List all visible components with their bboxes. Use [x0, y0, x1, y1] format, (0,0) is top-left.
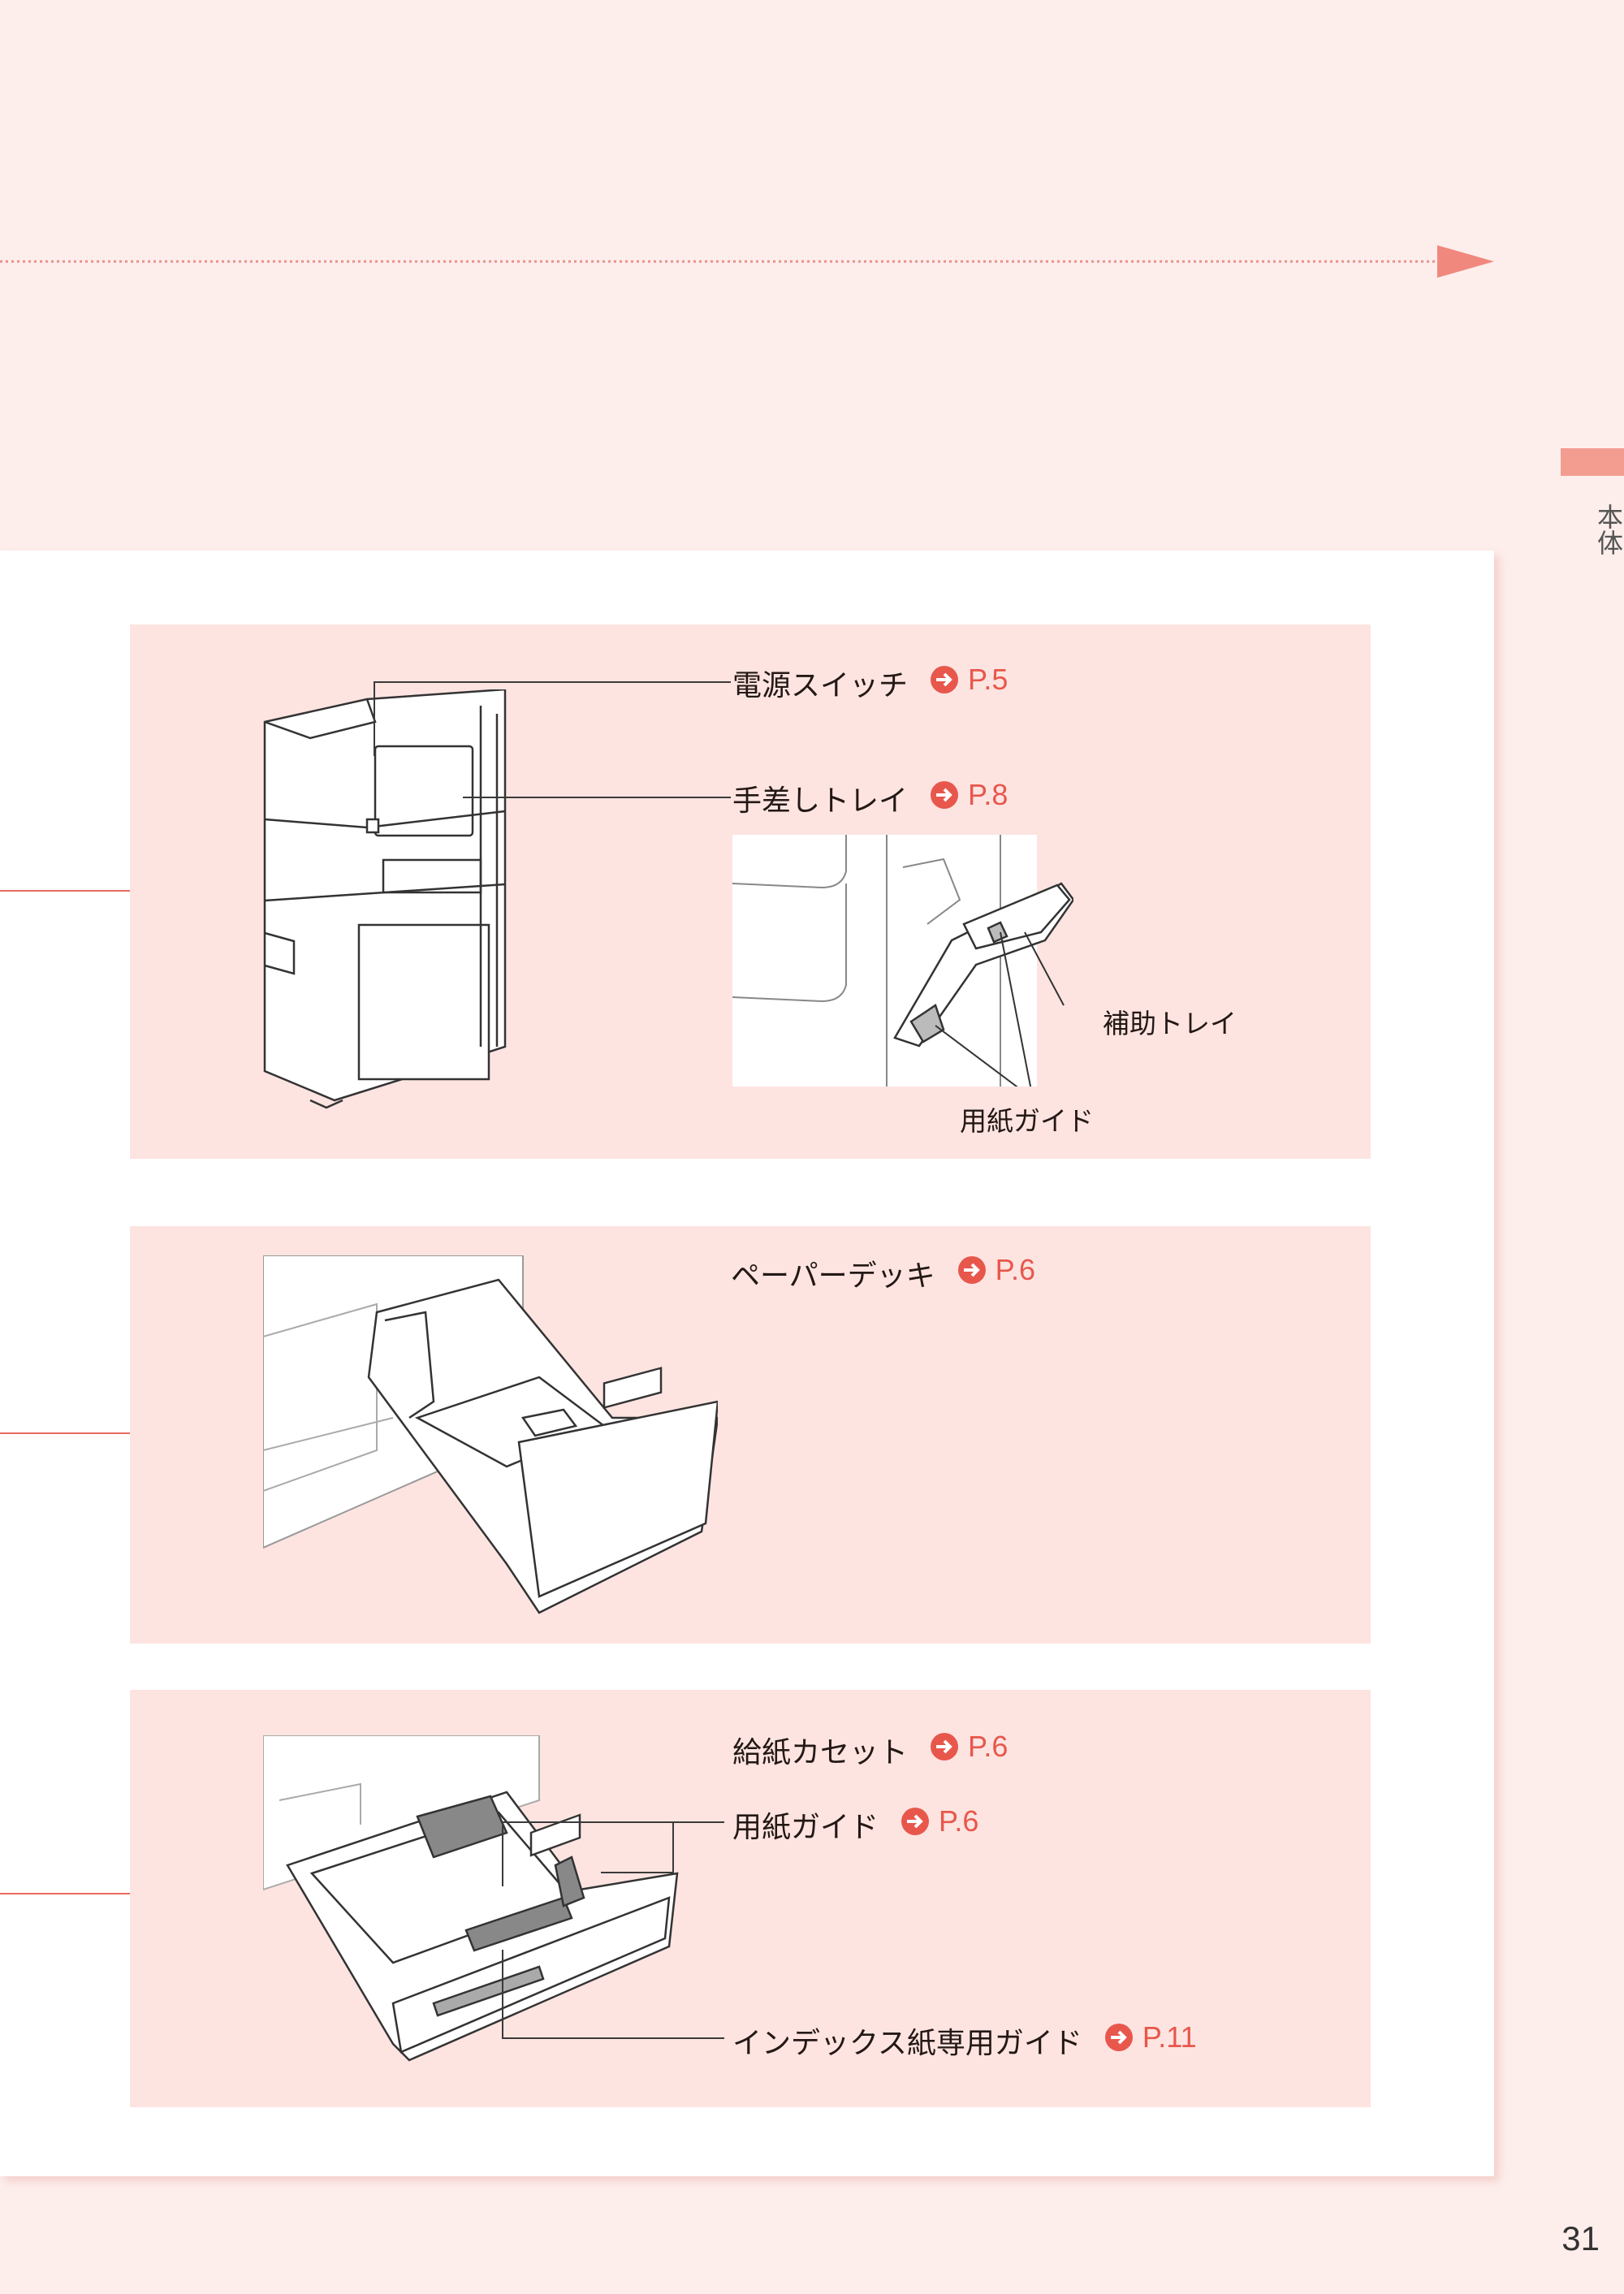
page-reference[interactable]: P.11	[1104, 2020, 1197, 2055]
section-rule	[0, 1893, 130, 1894]
leader-line	[502, 2037, 724, 2039]
arrow-circle-icon	[901, 1808, 930, 1835]
page-reference[interactable]: P.6	[957, 1252, 1035, 1288]
flow-arrow	[0, 245, 1494, 278]
section-tab-label: 本体	[1593, 503, 1624, 555]
leader-line	[374, 681, 731, 683]
section-tab-marker	[1561, 448, 1624, 476]
leader-line	[502, 1950, 503, 2037]
manual-tray-inset-illustration	[732, 835, 1073, 1087]
paper-deck-illustration	[263, 1255, 718, 1614]
main-unit-illustration	[263, 689, 507, 1109]
page-reference[interactable]: P.6	[929, 1729, 1008, 1765]
leader-line	[374, 681, 375, 756]
page-reference[interactable]: P.6	[900, 1804, 978, 1839]
paper-cassette-illustration	[263, 1735, 679, 2062]
leader-line	[601, 1872, 674, 1873]
arrow-circle-icon	[931, 1733, 959, 1760]
leader-line	[502, 1821, 503, 1886]
inset-label-auxiliary-tray: 補助トレイ	[1103, 1008, 1237, 1039]
section-rule	[0, 1432, 130, 1434]
arrow-circle-icon	[1104, 2024, 1133, 2051]
arrow-circle-icon	[931, 781, 959, 809]
page-number: 31	[1561, 2219, 1600, 2257]
leader-line	[463, 797, 731, 798]
arrow-circle-icon	[931, 666, 959, 693]
leader-line	[502, 1821, 674, 1823]
page-reference[interactable]: P.8	[929, 777, 1008, 813]
leader-line	[674, 1821, 724, 1823]
section-rule	[0, 890, 130, 892]
arrow-circle-icon	[957, 1256, 986, 1284]
leader-line	[672, 1821, 674, 1872]
inset-label-paper-guide: 用紙ガイド	[960, 1105, 1094, 1137]
page-reference[interactable]: P.5	[929, 662, 1008, 698]
